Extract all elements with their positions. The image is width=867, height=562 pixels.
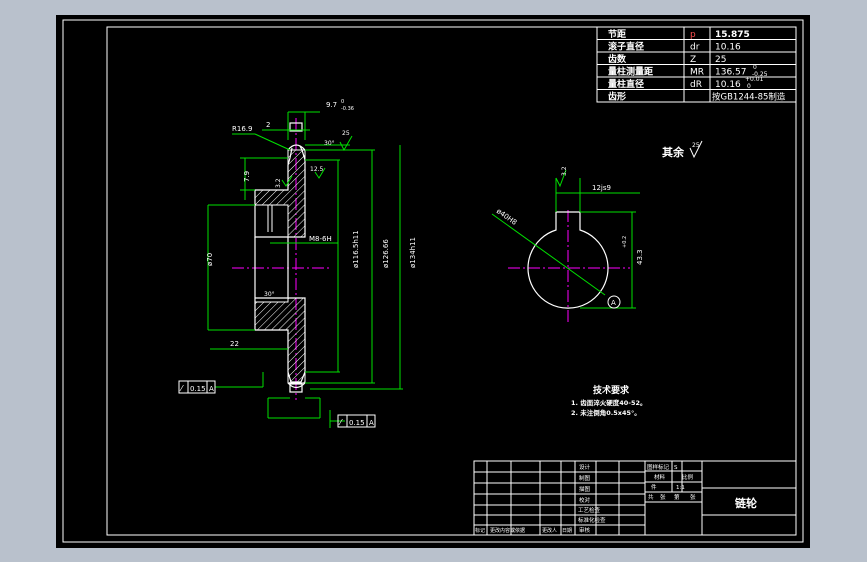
dim-top-tol-upper: 0	[341, 99, 344, 105]
tol-right-symbol: ⁄	[338, 418, 343, 427]
tolerance-frame-left: ⁄ 0.15 A	[178, 380, 216, 394]
spec-value-2: 25	[715, 55, 726, 65]
spec-name-4: 量柱直径	[608, 78, 644, 90]
hub-view	[491, 169, 640, 325]
sheet-inner-frame	[106, 26, 797, 536]
rest-label: 其余	[662, 145, 685, 159]
tb-rev-header-3: 日期	[562, 528, 572, 534]
spec-name-2: 齿数	[608, 53, 627, 65]
tol-left-datum: A	[209, 385, 214, 393]
tolerance-frame-right: ⁄ 0.15 A	[337, 414, 376, 428]
keyway-depth: 43.3	[636, 249, 644, 265]
tol-left-value: 0.15	[190, 385, 206, 393]
section-dimension-lines	[207, 111, 403, 428]
tb-rev-header-0: 标记	[475, 527, 485, 534]
tb-check: 校对	[579, 496, 591, 504]
dim-22: 22	[230, 340, 239, 348]
tb-process-check: 工艺检查	[578, 506, 601, 514]
tol-right-value: 0.15	[349, 419, 365, 427]
tb-weight-label: 材料	[654, 473, 666, 481]
hub-datum: A	[611, 299, 616, 307]
spec-symbol-4: dR	[690, 80, 702, 90]
dim-top: 9.7	[326, 101, 337, 109]
dia-root: ø126.66	[382, 239, 390, 268]
tb-sheet-3: 张	[690, 493, 696, 501]
tol-right-datum: A	[369, 419, 374, 427]
tech-req-item-2: 2. 未注倒角0.5x45°。	[571, 408, 641, 417]
spec-name-3: 量柱测量距	[608, 66, 653, 78]
tb-design: 设计	[579, 463, 591, 471]
rest-roughness-icon	[689, 140, 703, 159]
tb-std-check: 标准化检查	[578, 516, 606, 524]
tb-scale-label: 比例	[682, 473, 694, 481]
tb-sheet-1: 张	[660, 493, 666, 501]
tb-rev-header-1: 更改内容或依据	[490, 527, 525, 534]
tb-scale-value: 1:1	[676, 485, 685, 491]
roughness-mid: 3.2	[275, 178, 282, 188]
spec-mr-tol-lower: -0.25	[752, 71, 768, 78]
tb-qty-label: 件	[651, 483, 657, 491]
spec-value-0: 15.875	[715, 30, 750, 40]
tech-req-title: 技术要求	[593, 384, 630, 396]
spec-name-0: 节距	[608, 28, 626, 40]
spec-symbol-0: p	[690, 30, 696, 40]
spec-symbol-1: dr	[690, 43, 700, 53]
spec-mr-tol-upper: 0	[753, 64, 757, 71]
roughness-top: 25	[342, 130, 350, 137]
chamfer-bottom: 30°	[264, 291, 275, 298]
hub-roughness: 3.2	[561, 166, 568, 176]
spec-value-4: 10.16	[715, 80, 741, 90]
tb-part-no-value: S	[674, 465, 678, 471]
spec-value-5: 按GB1244-85制造	[712, 92, 786, 103]
dia-hub: ø116.5h11	[352, 230, 360, 268]
spec-name-1: 滚子直径	[608, 41, 644, 53]
tb-part-no-label: 图样标记	[647, 463, 670, 471]
spec-dr-tol-lower: 0	[747, 83, 751, 90]
thread-label: M8-6H	[309, 235, 332, 243]
chamfer-top: 30°	[324, 140, 335, 147]
keyway-width: 12js9	[592, 184, 611, 192]
spec-symbol-2: Z	[690, 55, 696, 65]
title-block	[473, 460, 797, 536]
spec-value-1: 10.16	[715, 43, 741, 53]
dim-top-tol-lower: -0.36	[341, 106, 354, 112]
dim-2: 2	[266, 121, 270, 129]
drawing-sheet	[56, 15, 810, 548]
sheet-outer-border	[62, 19, 804, 543]
tb-approve: 审核	[579, 526, 591, 534]
dim-7-9: 7.9	[243, 171, 251, 182]
drawing-name: 链轮	[735, 496, 757, 510]
roughness-tooth: 12.5	[310, 166, 324, 173]
tb-sheet-2: 第	[674, 493, 680, 501]
tb-trace: 描图	[579, 485, 591, 493]
tb-rev-header-2: 更改人	[542, 527, 557, 534]
spec-table	[596, 26, 797, 103]
spec-name-5: 齿形	[608, 91, 626, 103]
tol-left-symbol: ⁄	[179, 384, 184, 393]
dia-70: ø70	[206, 253, 214, 266]
keyway-depth-tol: +0.2	[622, 236, 628, 248]
spec-dr-tol-upper: +0.01	[745, 76, 764, 83]
section-outline	[254, 122, 306, 393]
dia-tip: ø134h11	[409, 237, 417, 268]
spec-value-3: 136.57	[715, 68, 747, 78]
rest-roughness-value: 25	[692, 142, 700, 149]
radius-label: R16.9	[232, 125, 252, 133]
tech-req-item-1: 1. 齿面淬火硬度40-52。	[571, 398, 647, 407]
spec-symbol-3: MR	[690, 68, 704, 78]
tb-draw: 制图	[579, 474, 591, 482]
tb-sheet-0: 共	[648, 493, 654, 501]
